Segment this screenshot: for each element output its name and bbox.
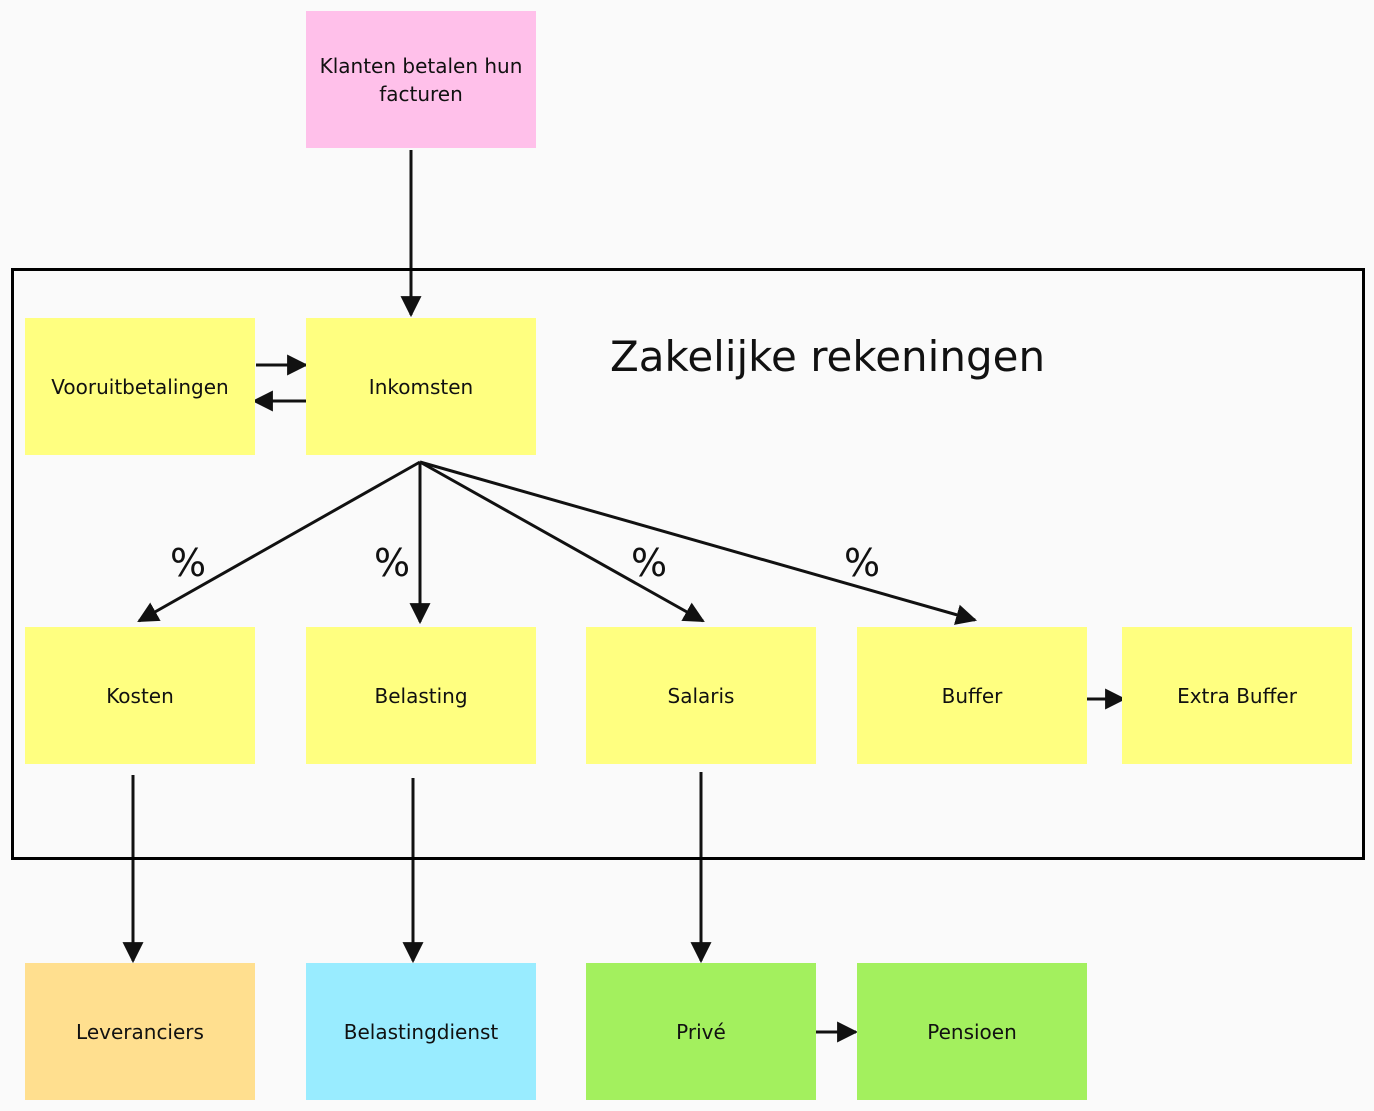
node-belasting[interactable]: Belasting [306, 627, 536, 764]
node-buffer[interactable]: Buffer [857, 627, 1087, 764]
node-klanten[interactable]: Klanten betalen hun facturen [306, 11, 536, 148]
node-extra-buffer[interactable]: Extra Buffer [1122, 627, 1352, 764]
node-belastingdienst[interactable]: Belastingdienst [306, 963, 536, 1100]
node-vooruitbetalingen[interactable]: Vooruitbetalingen [25, 318, 255, 455]
node-kosten[interactable]: Kosten [25, 627, 255, 764]
node-inkomsten[interactable]: Inkomsten [306, 318, 536, 455]
node-prive[interactable]: Privé [586, 963, 816, 1100]
arrow-inkomsten-to-kosten [137, 460, 421, 623]
edge-label-salaris: % [631, 541, 668, 585]
frame-title: Zakelijke rekeningen [610, 332, 1046, 381]
zakelijke-rekeningen-frame [11, 268, 1365, 860]
edge-label-kosten: % [170, 541, 207, 585]
edge-label-belasting: % [374, 541, 411, 585]
arrow-inkomsten-to-salaris [419, 460, 705, 623]
edge-label-buffer: % [844, 541, 881, 585]
node-leveranciers[interactable]: Leveranciers [25, 963, 255, 1100]
node-salaris[interactable]: Salaris [586, 627, 816, 764]
arrow-inkomsten-to-buffer [419, 460, 978, 625]
node-pensioen[interactable]: Pensioen [857, 963, 1087, 1100]
